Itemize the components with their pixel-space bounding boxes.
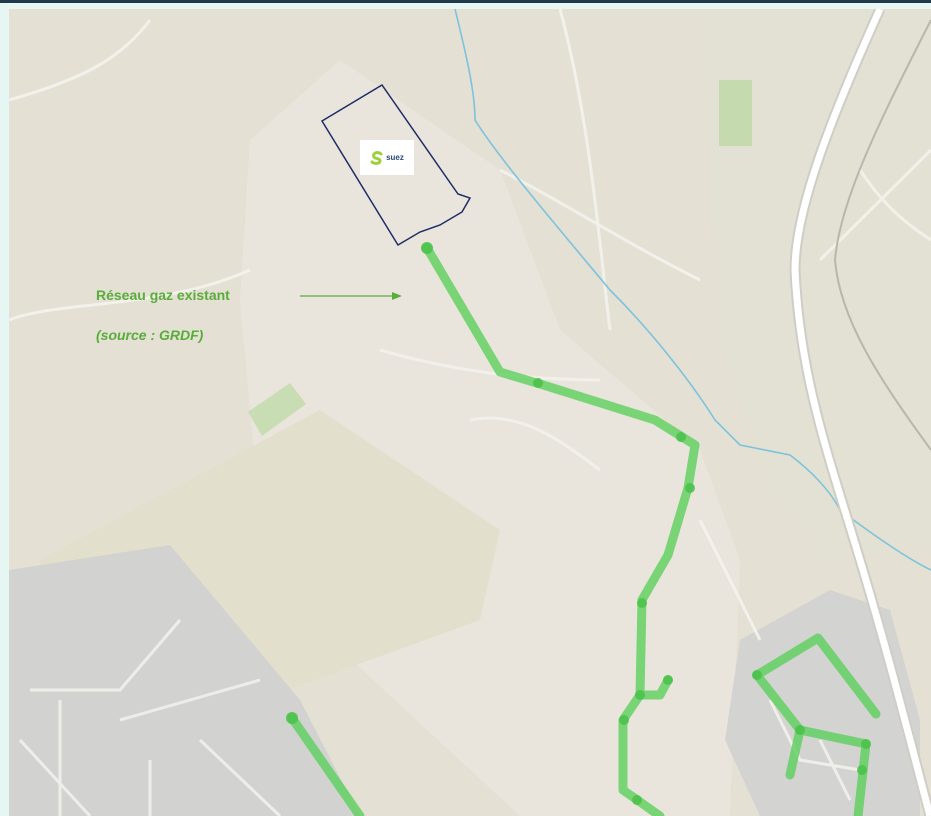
gas-node <box>632 795 642 805</box>
field-area-east <box>700 9 931 560</box>
urban-area-east <box>725 590 920 816</box>
gas-node <box>861 739 871 749</box>
gas-node <box>286 712 298 724</box>
gas-node <box>752 670 762 680</box>
gas-pipe-east <box>752 633 881 719</box>
gas-node <box>663 675 673 685</box>
gas-pipe-branch <box>635 675 673 700</box>
green-patch <box>248 383 306 436</box>
gas-node <box>619 715 629 725</box>
legend-source: (source : GRDF) <box>96 327 204 343</box>
gas-pipe-east-spur <box>785 725 805 780</box>
gas-node <box>533 378 543 388</box>
urban-area-west <box>9 545 360 816</box>
railway <box>833 19 931 451</box>
arrow-right-icon <box>300 292 402 300</box>
site-outline[interactable] <box>320 83 472 247</box>
gas-node <box>421 242 433 254</box>
gas-pipe-west <box>287 713 365 816</box>
gas-pipe-east-loop <box>752 670 871 816</box>
gas-node <box>676 432 686 442</box>
legend-title: Réseau gaz existant <box>96 287 230 303</box>
logo-text: suez <box>386 153 404 162</box>
gas-node <box>795 725 805 735</box>
gas-node <box>857 765 867 775</box>
map-canvas[interactable] <box>9 9 931 816</box>
gas-node <box>685 483 695 493</box>
main-road-inner <box>791 9 931 816</box>
top-border <box>0 0 931 3</box>
green-patch <box>719 80 752 146</box>
minor-streets <box>9 9 931 816</box>
left-margin <box>0 3 9 816</box>
gas-node <box>637 598 647 608</box>
gas-node <box>635 690 645 700</box>
site-logo: suez <box>360 140 414 175</box>
gas-network-nodes <box>286 242 871 805</box>
suez-logo-icon <box>370 150 383 165</box>
